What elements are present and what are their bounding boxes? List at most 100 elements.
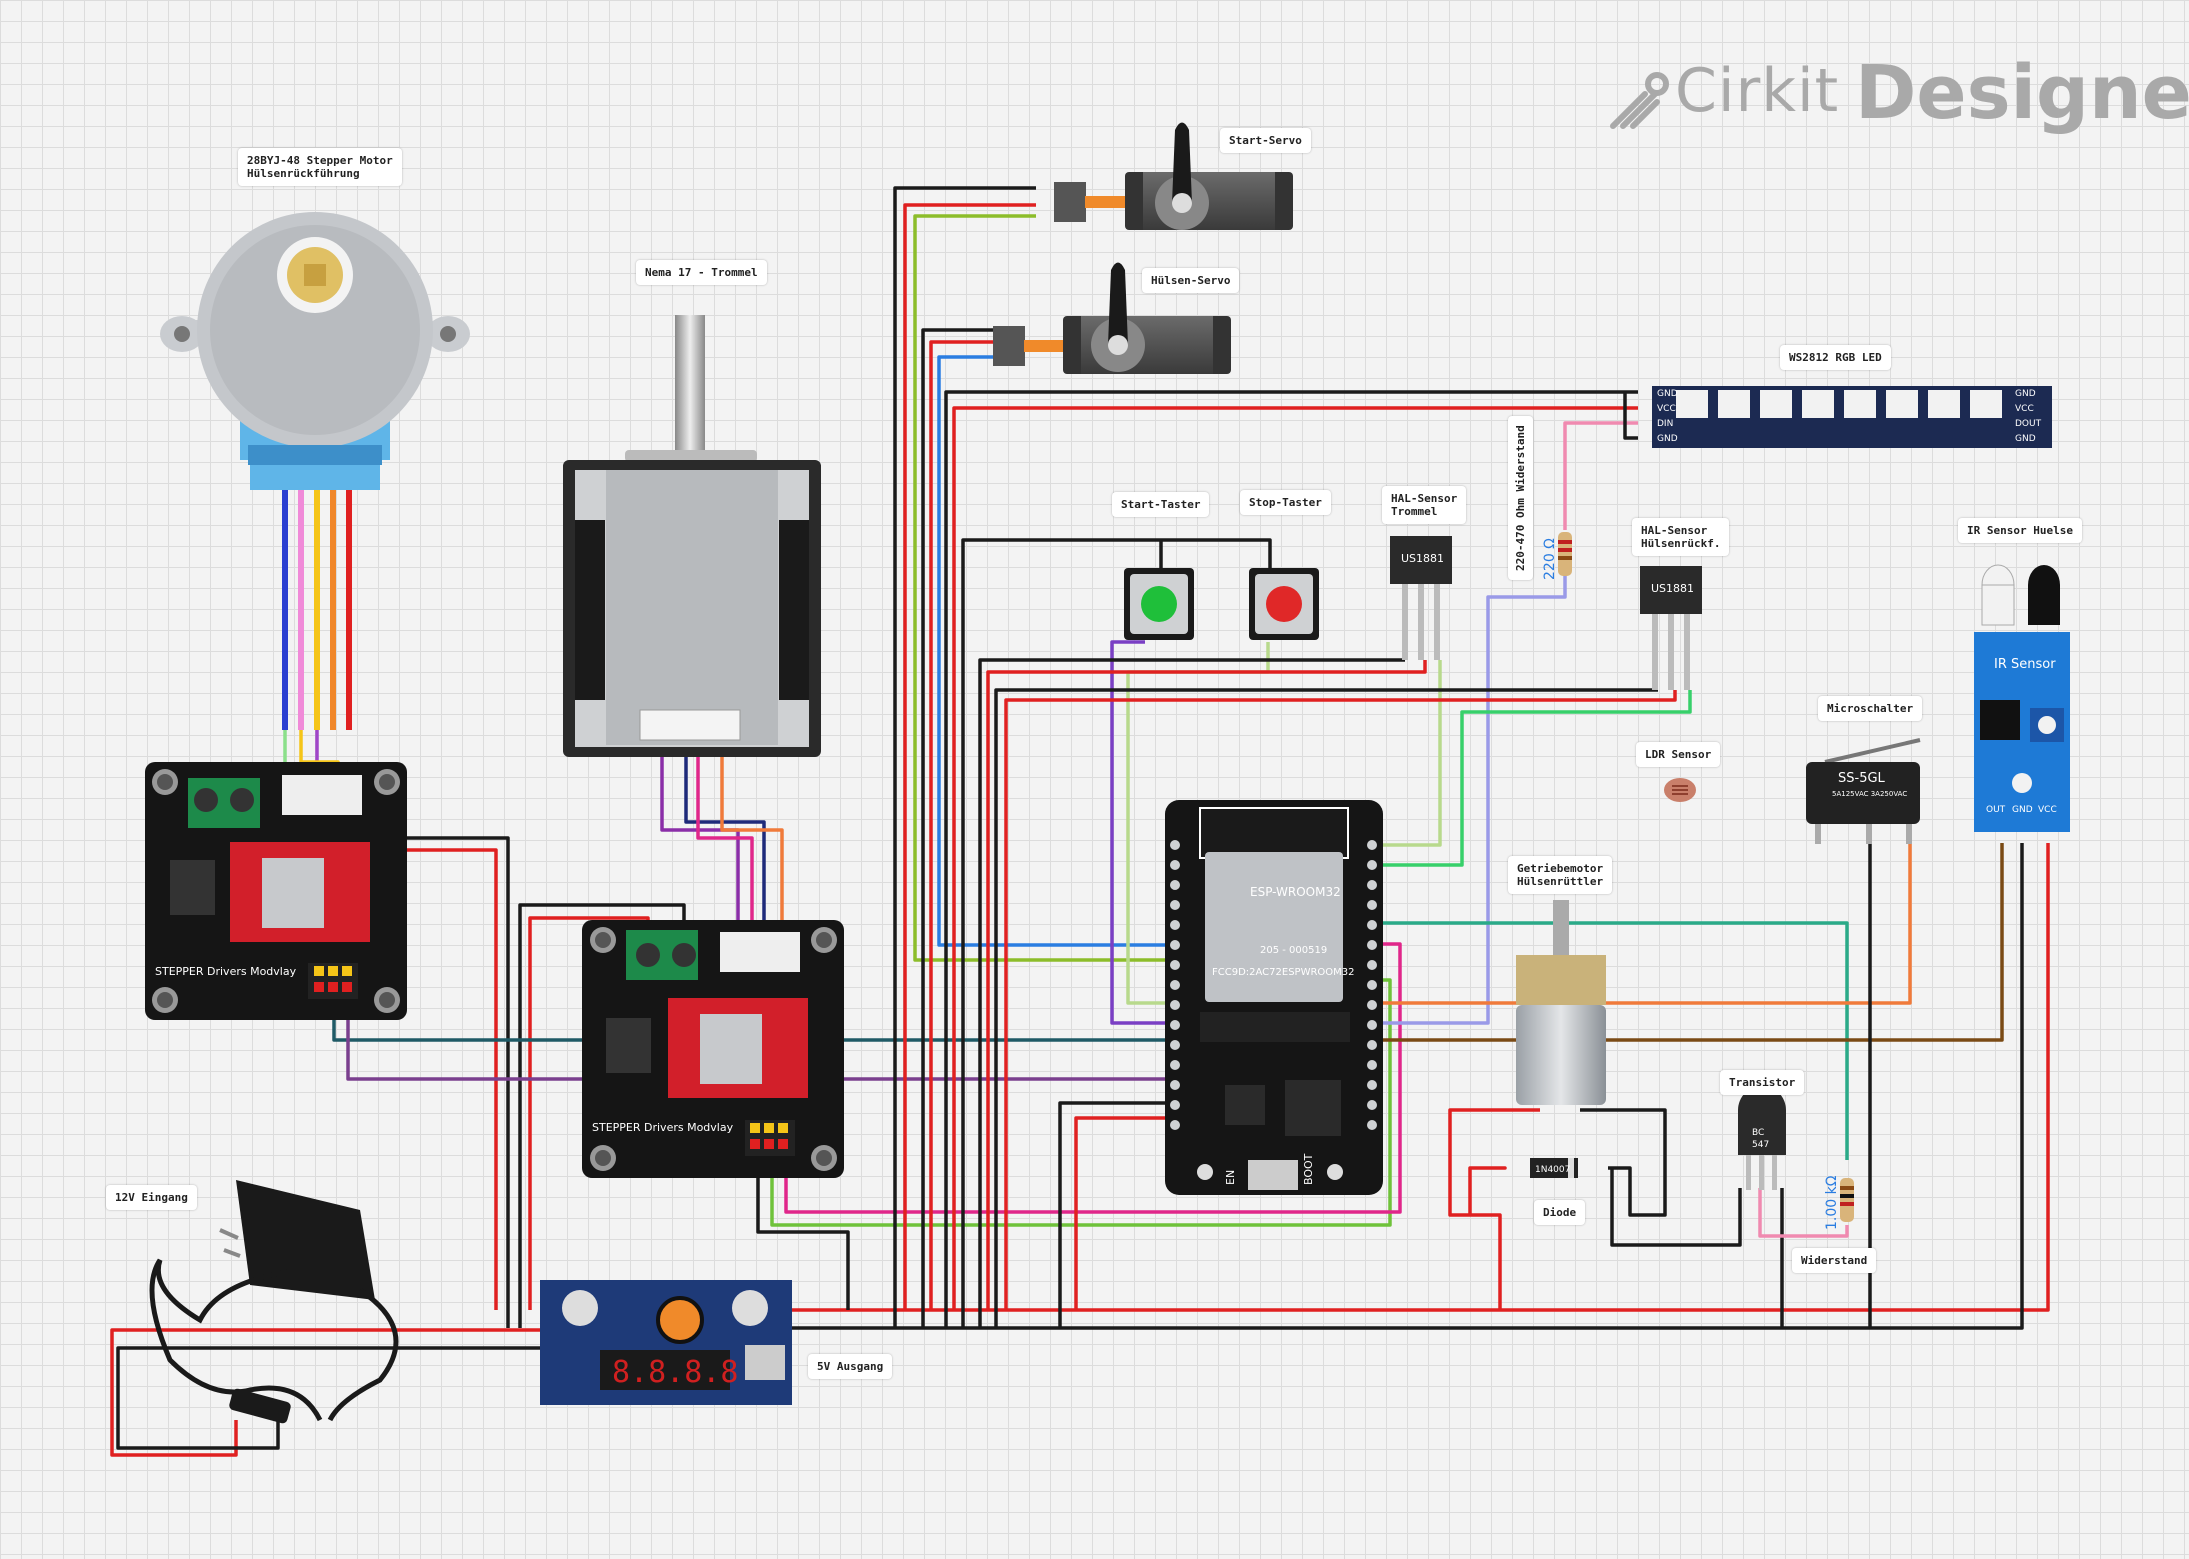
label-transistor[interactable]: Transistor [1720,1070,1805,1095]
esp-fcc: FCC9D:2AC72ESPWROOM32 [1212,967,1355,978]
ws-pin-l2: DIN [1657,419,1673,429]
ws-pin-r3: GND [2015,434,2036,444]
ws-pin-r1: VCC [2015,404,2034,414]
resistor-220-value: 220 Ω [1542,538,1558,580]
label-microschalter[interactable]: Microschalter [1818,696,1923,721]
esp32-board: ESP-WROOM32 205 - 000519 FCC9D:2AC72ESPW… [1165,800,1383,1195]
buck-display: 8.8.8.8 [612,1355,738,1390]
stop-button [1249,568,1319,640]
huelsen-servo [993,262,1231,374]
nema17-motor [563,315,821,757]
diode-part: 1N4007 [1535,1165,1570,1175]
brand-designer: Designer [1855,50,2189,136]
wire-red-ws-vcc [952,406,1638,1310]
wire-magenta-nema [696,718,754,930]
wire-black-ws-gnd1 [944,390,1638,1328]
wire-black-huelsen-servo [921,328,996,1328]
ws-pin-l1: VCC [1657,404,1676,414]
wire-red-start-servo [903,203,1036,1310]
ir-sensor: IR Sensor OUT GND VCC [1974,564,2070,832]
wire-brown-ir [1375,843,2004,1042]
label-start-taster[interactable]: Start-Taster [1112,492,1210,517]
ws-pin-l0: GND [1657,389,1678,399]
buck-converter: 8.8.8.8 [540,1280,792,1405]
driver2-text: STEPPER Drivers Modvlay [592,1121,734,1134]
label-ws2812[interactable]: WS2812 RGB LED [1780,345,1891,370]
ws-pin-l3: GND [1657,434,1678,444]
esp-en: EN [1224,1170,1237,1185]
ir-pin-gnd: GND [2012,805,2033,815]
label-widerstand[interactable]: Widerstand [1792,1248,1877,1273]
wire-purple-start-btn [1110,640,1170,1025]
wire-black-ws-gnd2 [1623,392,1638,440]
ir-title: IR Sensor [1994,657,2056,672]
cirkit-logo-icon [1610,72,1669,129]
wire-black-hal1 [978,658,1405,1328]
microswitch: SS-5GL 5A125VAC 3A250VAC [1806,738,1921,844]
driver-board-1: STEPPER Drivers Modvlay [145,762,407,1020]
wire-red-huelsen-servo [929,340,996,1310]
resistor-1k: 1.00 kΩ [1824,1175,1854,1230]
esp-module: ESP-WROOM32 [1250,885,1341,899]
wire-black-start-servo [893,186,1036,1328]
label-getriebemotor[interactable]: Getriebemotor Hülsenrüttler [1508,856,1613,894]
label-diode[interactable]: Diode [1534,1200,1586,1225]
esp-cert: 205 - 000519 [1260,945,1327,956]
wire-black-esp-gnd [1058,1101,1170,1328]
wire-red-hal1 [986,660,1427,1310]
hal1-chip: US1881 [1401,552,1444,565]
label-nema17[interactable]: Nema 17 - Trommel [636,260,767,285]
label-hal-trommel[interactable]: HAL-Sensor Trommel [1382,486,1467,524]
wire-black-motor [1580,1108,1667,1217]
wire-lavender-ws-res [1375,560,1567,1025]
transistor-part-2: 547 [1752,1140,1769,1150]
hal-sensor-trommel: US1881 [1390,536,1452,660]
resistor-220: 220 Ω [1542,532,1572,580]
label-start-servo[interactable]: Start-Servo [1220,128,1311,153]
wire-lightgreen-hal2 [1375,690,1692,867]
wire-blue-huelsen-servo [937,355,1170,947]
wire-black-hal2 [994,688,1658,1328]
ws2812-strip: GND VCC DIN GND GND VCC DOUT GND [1652,386,2052,448]
label-ir-sensor[interactable]: IR Sensor Huelse [1958,518,2082,543]
transistor-part-1: BC [1752,1128,1764,1138]
cirkit-designer-logo: Cirkit Designer [1605,48,2189,148]
label-12v-eingang[interactable]: 12V Eingang [106,1185,197,1210]
gear-motor [1516,900,1606,1105]
wire-red-hal2 [1004,690,1677,1310]
wire-black-transistor [1610,1168,1742,1247]
start-servo [1054,122,1293,230]
label-stop-taster[interactable]: Stop-Taster [1240,490,1331,515]
driver1-text: STEPPER Drivers Modvlay [155,965,297,978]
wire-green-driver2-step [770,978,1392,1227]
label-huelsen-servo[interactable]: Hülsen-Servo [1142,268,1240,293]
power-adapter [149,1180,399,1424]
label-ldr[interactable]: LDR Sensor [1636,742,1721,767]
wire-lime-hal1 [1375,660,1442,847]
label-5v-ausgang[interactable]: 5V Ausgang [808,1354,893,1379]
wire-red-esp-vin [1074,1116,1170,1310]
hal2-chip: US1881 [1651,582,1694,595]
wire-red-main-rail [545,843,2050,1312]
brand-cirkit: Cirkit [1675,56,1840,126]
label-widerstand-vertical[interactable]: 220-470 Ohm Widerstand [1508,416,1533,580]
diode: 1N4007 [1530,1158,1578,1178]
stepper-28byj [160,212,470,490]
wire-green-start-servo [913,214,1170,962]
wire-black-driver2-gnd2 [756,1155,850,1310]
wire-purple-nema [660,718,740,930]
driver-board-2: STEPPER Drivers Modvlay [582,920,844,1178]
wire-teal-transistor [1375,921,1849,1160]
wire-black-main-rail [545,843,2024,1330]
wire-black-12v-in [116,1346,540,1450]
ws-pin-r0: GND [2015,389,2036,399]
wire-red-motor [1448,1108,1540,1310]
wire-red-12v-in [110,1328,540,1457]
label-stepper-28byj[interactable]: 28BYJ-48 Stepper Motor Hülsenrückführung [238,148,402,186]
hal-sensor-huelse: US1881 [1640,566,1702,690]
wire-navy-nema [684,718,766,930]
wire-pink-ws-din [1563,421,1638,530]
ir-pin-out: OUT [1986,805,2006,815]
label-hal-huelse[interactable]: HAL-Sensor Hülsenrückf. [1632,518,1730,556]
